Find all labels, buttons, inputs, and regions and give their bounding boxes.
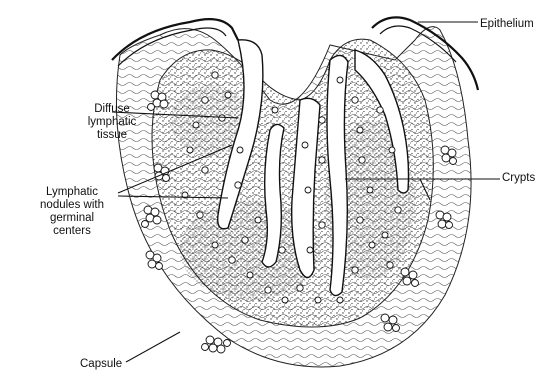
leader-capsule (126, 332, 180, 362)
capsule-label: Capsule (80, 358, 122, 371)
lymphatic-nodules-label: Lymphatic nodules with germinal centers (24, 186, 120, 238)
diffuse-label-line3: tissue (72, 129, 152, 142)
nodules-label-line1: Lymphatic (24, 186, 120, 199)
diffuse-label-line2: lymphatic (72, 116, 152, 129)
diffuse-label-line1: Diffuse (72, 103, 152, 116)
epithelium-label: Epithelium (480, 18, 534, 31)
nodules-label-line4: centers (24, 225, 120, 238)
crypts-label: Crypts (502, 172, 535, 185)
nodules-label-line3: germinal (24, 212, 120, 225)
diffuse-lymphatic-tissue-label: Diffuse lymphatic tissue (72, 103, 152, 142)
nodules-label-line2: nodules with (24, 199, 120, 212)
